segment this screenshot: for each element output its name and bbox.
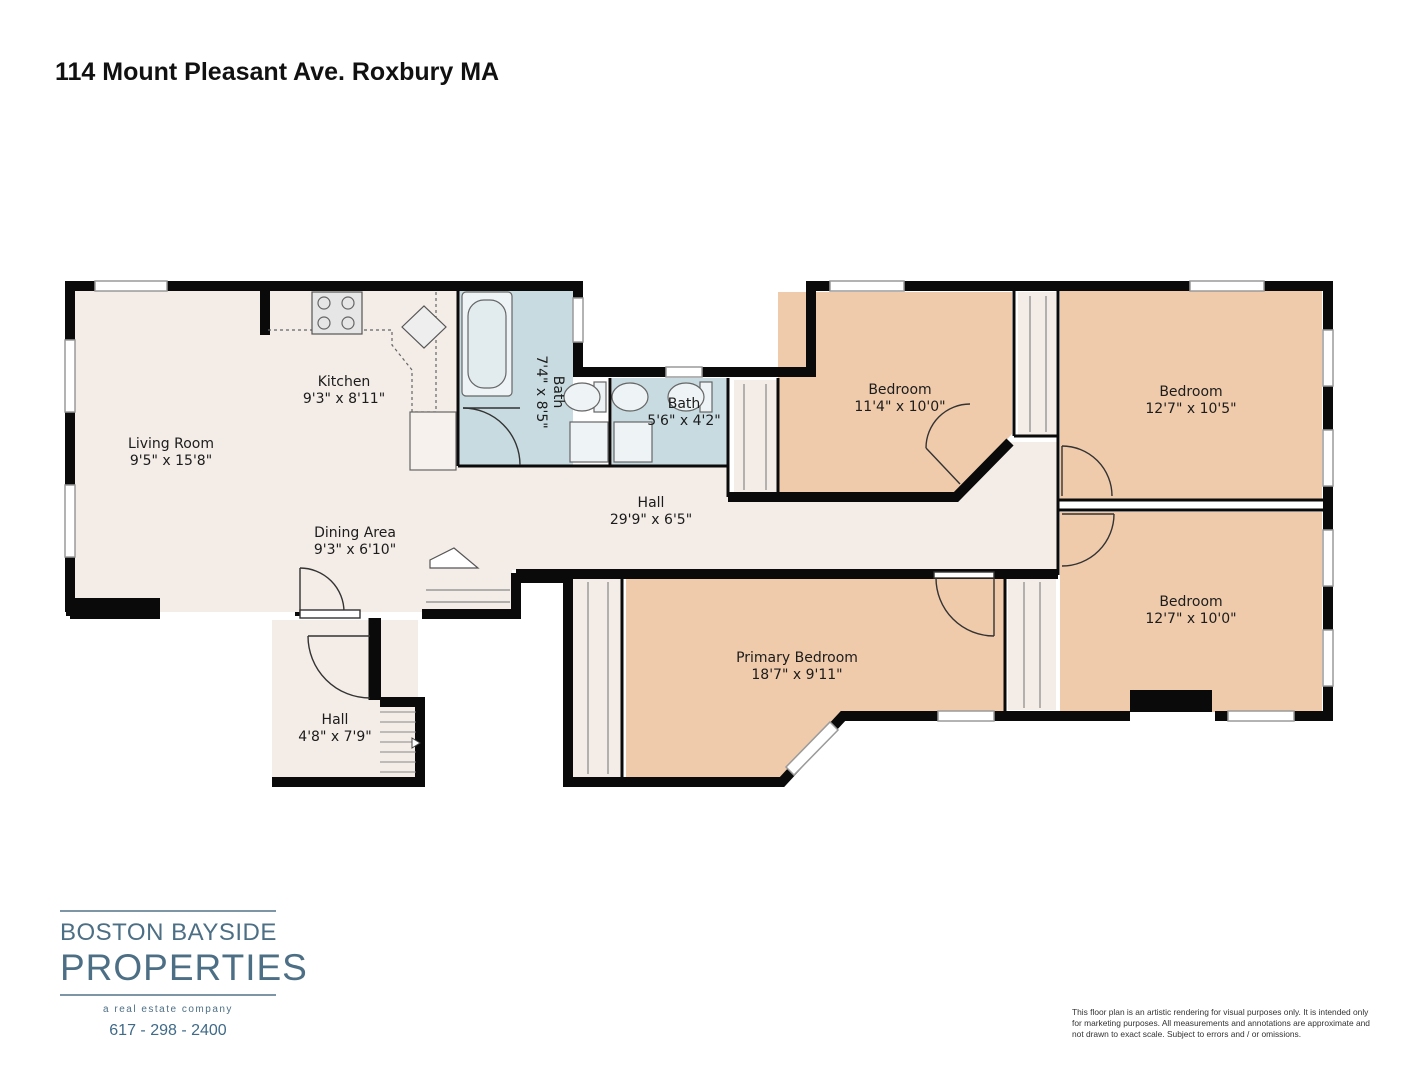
logo-bottom-rule	[60, 994, 276, 996]
closet-floor	[422, 573, 512, 609]
listing-address-title: 114 Mount Pleasant Ave. Roxbury MA	[55, 58, 500, 86]
hall-entry-name: Hall	[322, 712, 349, 728]
window	[64, 339, 76, 413]
hall-main-size: 29'9" x 6'5"	[610, 512, 692, 528]
brand-logo: BOSTON BAYSIDE PROPERTIES a real estate …	[60, 910, 308, 1015]
hall-entry-size: 4'8" x 7'9"	[298, 729, 371, 745]
primary-bedroom-floor	[626, 578, 1004, 778]
closet-floor	[1008, 578, 1056, 710]
window	[1322, 529, 1334, 587]
window	[937, 710, 995, 722]
kitchen-name: Kitchen	[318, 374, 371, 390]
primary-bedroom-name: Primary Bedroom	[736, 650, 858, 666]
primary-bedroom-size: 18'7" x 9'11"	[751, 667, 842, 683]
bath-2-name: Bath	[668, 396, 701, 412]
window	[94, 280, 168, 292]
window	[829, 280, 905, 292]
bath-fixtures	[461, 291, 713, 463]
doors	[299, 390, 1115, 699]
bedroom-1-name: Bedroom	[868, 382, 931, 398]
vanity-icon	[569, 421, 609, 463]
closet-floor	[734, 380, 778, 494]
refrigerator-icon	[409, 411, 457, 471]
logo-line-2: PROPERTIES	[60, 947, 308, 988]
bedroom-2-name: Bedroom	[1159, 384, 1222, 400]
sink-icon	[401, 305, 447, 349]
kitchen-fixtures	[268, 291, 480, 569]
dining-area-name: Dining Area	[314, 525, 396, 541]
window	[1322, 329, 1334, 387]
bedroom-2-size: 12'7" x 10'5"	[1145, 401, 1236, 417]
bedroom-3-name: Bedroom	[1159, 594, 1222, 610]
wall-segment	[1130, 690, 1212, 712]
window	[64, 484, 76, 558]
window	[784, 720, 840, 777]
dining-area-size: 9'3" x 6'10"	[314, 542, 396, 558]
living-room-name: Living Room	[128, 436, 214, 452]
windows	[64, 280, 1334, 777]
bedroom-1-size: 11'4" x 10'0"	[854, 399, 945, 415]
hall-main-name: Hall	[638, 495, 665, 511]
logo-top-rule	[60, 910, 276, 912]
bedroom-2-floor	[1060, 290, 1322, 500]
window	[665, 366, 703, 378]
living-room-size: 9'5" x 15'8"	[130, 453, 212, 469]
window	[1227, 710, 1295, 722]
logo-line-1: BOSTON BAYSIDE	[60, 919, 277, 946]
bath-2-size: 5'6" x 4'2"	[647, 413, 720, 429]
window	[1322, 629, 1334, 687]
floor-fills	[70, 288, 1322, 778]
living-kitchen-floor	[70, 288, 1058, 612]
window	[1322, 429, 1334, 487]
bedroom-1-floor	[778, 292, 1012, 494]
closet-floor	[572, 578, 622, 778]
kitchen-size: 9'3" x 8'11"	[303, 391, 385, 407]
bedroom-3-size: 12'7" x 10'0"	[1145, 611, 1236, 627]
phone-number: 617 - 298 - 2400	[109, 1022, 227, 1039]
wall-segment	[66, 598, 160, 616]
bath-1-name: Bath	[550, 376, 566, 409]
room-labels: Living Room 9'5" x 15'8" Kitchen 9'3" x …	[128, 355, 1237, 745]
disclaimer-text: This floor plan is an artistic rendering…	[1072, 1007, 1370, 1039]
logo-tagline: a real estate company	[103, 1004, 233, 1015]
closet-shelves	[426, 296, 1047, 774]
window	[572, 297, 584, 343]
closet-floor	[1018, 292, 1056, 435]
window	[1189, 280, 1265, 292]
stairs	[380, 711, 421, 773]
bath-1-size: 7'4" x 8'5"	[533, 355, 549, 428]
